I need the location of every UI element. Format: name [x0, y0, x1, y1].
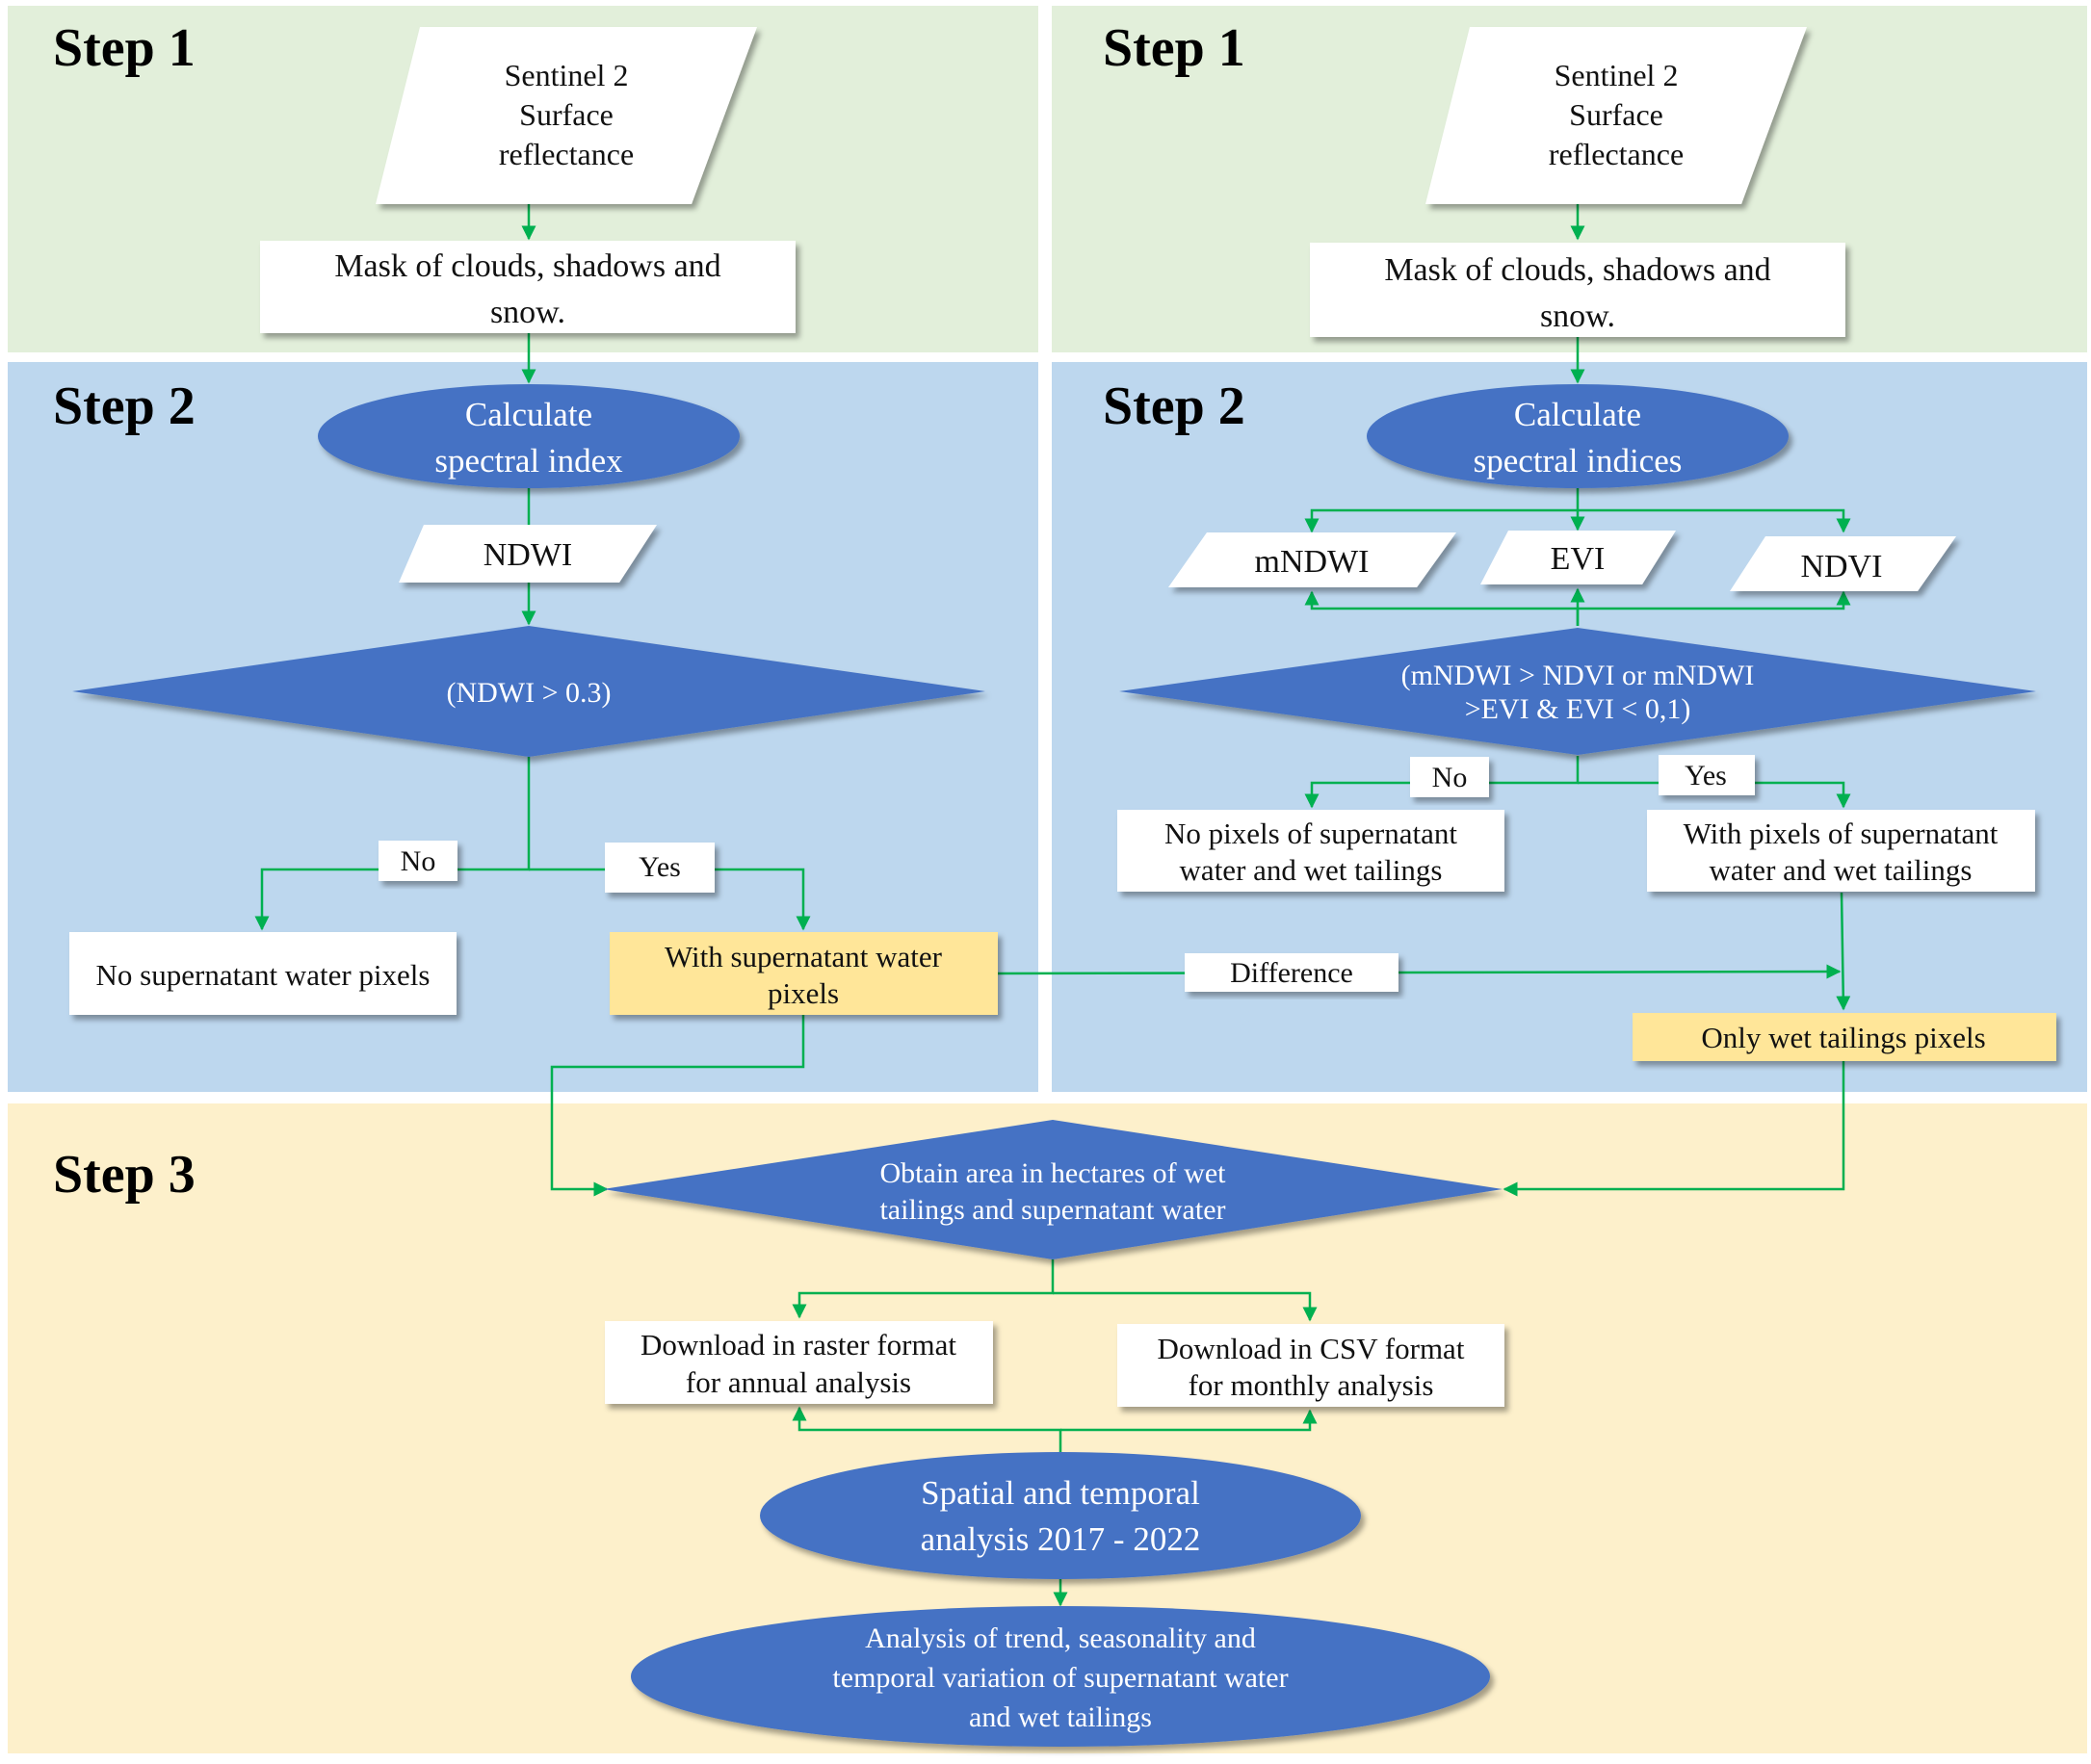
right-no-result-box: No pixels of supernatant water and wet t… — [1117, 810, 1504, 892]
left-no-result-box: No supernatant water pixels — [69, 932, 457, 1015]
right-mask-line1: Mask of clouds, shadows and — [1384, 252, 1770, 288]
trend-analysis-ellipse: Analysis of trend, seasonality and tempo… — [631, 1606, 1490, 1747]
left-yes-result-line1: With supernatant water — [665, 940, 943, 973]
right-condition-diamond: (mNDWI > NDVI or mNDWI >EVI & EVI < 0,1) — [1119, 628, 2036, 755]
right-mndwi-parallelogram: mNDWI — [1168, 532, 1456, 587]
left-mask-box: Mask of clouds, shadows and snow. — [260, 241, 796, 333]
left-calc-line2: spectral index — [434, 442, 623, 480]
right-mask-line2: snow. — [1540, 298, 1615, 334]
right-ndvi-label: NDVI — [1801, 549, 1883, 584]
difference-label: Difference — [1230, 957, 1353, 989]
right-yes-label-box: Yes — [1659, 755, 1755, 795]
left-condition-text: (NDWI > 0.3) — [446, 677, 611, 709]
spatial-temporal-ellipse: Spatial and temporal analysis 2017 - 202… — [760, 1452, 1361, 1579]
right-source-line3: reflectance — [1549, 137, 1684, 171]
left-step1-label: Step 1 — [53, 18, 196, 78]
right-condition-line1: (mNDWI > NDVI or mNDWI — [1401, 660, 1755, 691]
right-calc-line1: Calculate — [1514, 396, 1641, 433]
right-step1-label: Step 1 — [1103, 18, 1245, 78]
left-no-result-text: No supernatant water pixels — [96, 958, 431, 992]
right-evi-label: EVI — [1551, 541, 1606, 577]
right-ndvi-parallelogram: NDVI — [1730, 536, 1956, 591]
right-mask-box: Mask of clouds, shadows and snow. — [1310, 243, 1845, 337]
raster-line1: Download in raster format — [640, 1328, 956, 1362]
right-source-line2: Surface — [1569, 97, 1663, 132]
right-source-parallelogram: Sentinel 2 Surface reflectance — [1425, 27, 1807, 204]
spatial-line2: analysis 2017 - 2022 — [921, 1520, 1201, 1558]
right-yes-result-line2: water and wet tailings — [1710, 853, 1973, 887]
left-calc-line1: Calculate — [465, 396, 592, 433]
trend-line3: and wet tailings — [969, 1701, 1152, 1733]
step3-label: Step 3 — [53, 1145, 196, 1205]
right-no-result-line1: No pixels of supernatant — [1164, 817, 1457, 850]
only-wet-tailings-box: Only wet tailings pixels — [1633, 1013, 2056, 1061]
right-yes-result-line1: With pixels of supernatant — [1684, 817, 1999, 850]
left-step2-label: Step 2 — [53, 376, 196, 436]
right-calc-line2: spectral indices — [1474, 442, 1683, 480]
right-evi-parallelogram: EVI — [1480, 531, 1676, 584]
left-no-label-box: No — [379, 841, 457, 881]
csv-line2: for monthly analysis — [1189, 1368, 1434, 1402]
left-yes-label-box: Yes — [605, 843, 715, 893]
raster-line2: for annual analysis — [686, 1365, 911, 1399]
trend-line2: temporal variation of supernatant water — [832, 1662, 1288, 1694]
right-no-result-line2: water and wet tailings — [1180, 853, 1443, 887]
left-ndwi-label: NDWI — [484, 537, 573, 573]
left-mask-line2: snow. — [490, 295, 565, 330]
right-yes-result-box: With pixels of supernatant water and wet… — [1647, 810, 2035, 892]
left-condition-diamond: (NDWI > 0.3) — [72, 626, 985, 757]
left-yes-result-line2: pixels — [768, 976, 839, 1010]
left-source-parallelogram: Sentinel 2 Surface reflectance — [376, 27, 757, 204]
right-condition-line2: >EVI & EVI < 0,1) — [1465, 693, 1691, 725]
csv-line1: Download in CSV format — [1158, 1332, 1465, 1365]
left-source-line3: reflectance — [499, 137, 634, 171]
obtain-area-line1: Obtain area in hectares of wet — [880, 1157, 1227, 1189]
trend-line1: Analysis of trend, seasonality and — [865, 1622, 1256, 1654]
right-mndwi-label: mNDWI — [1255, 544, 1370, 580]
obtain-area-line2: tailings and supernatant water — [879, 1194, 1225, 1226]
left-yes-label: Yes — [639, 851, 681, 883]
csv-download-box: Download in CSV format for monthly analy… — [1117, 1324, 1504, 1407]
left-source-line2: Surface — [519, 97, 614, 132]
connectors — [254, 204, 1851, 1607]
spatial-line1: Spatial and temporal — [921, 1474, 1200, 1512]
left-mask-line1: Mask of clouds, shadows and — [334, 248, 720, 284]
left-ndwi-parallelogram: NDWI — [399, 525, 657, 583]
right-calculate-ellipse: Calculate spectral indices — [1367, 384, 1789, 488]
right-no-label: No — [1432, 762, 1468, 793]
difference-box: Difference — [1185, 953, 1398, 992]
right-no-label-box: No — [1410, 757, 1489, 797]
left-calculate-ellipse: Calculate spectral index — [318, 384, 740, 488]
left-source-line1: Sentinel 2 — [505, 58, 629, 92]
obtain-area-diamond: Obtain area in hectares of wet tailings … — [603, 1120, 1503, 1259]
left-no-label: No — [401, 845, 436, 877]
right-step2-label: Step 2 — [1103, 376, 1245, 436]
right-yes-label: Yes — [1685, 760, 1727, 791]
only-wet-tailings-text: Only wet tailings pixels — [1701, 1021, 1985, 1054]
right-source-line1: Sentinel 2 — [1555, 58, 1679, 92]
raster-download-box: Download in raster format for annual ana… — [605, 1321, 993, 1404]
left-yes-result-box: With supernatant water pixels — [610, 932, 998, 1015]
